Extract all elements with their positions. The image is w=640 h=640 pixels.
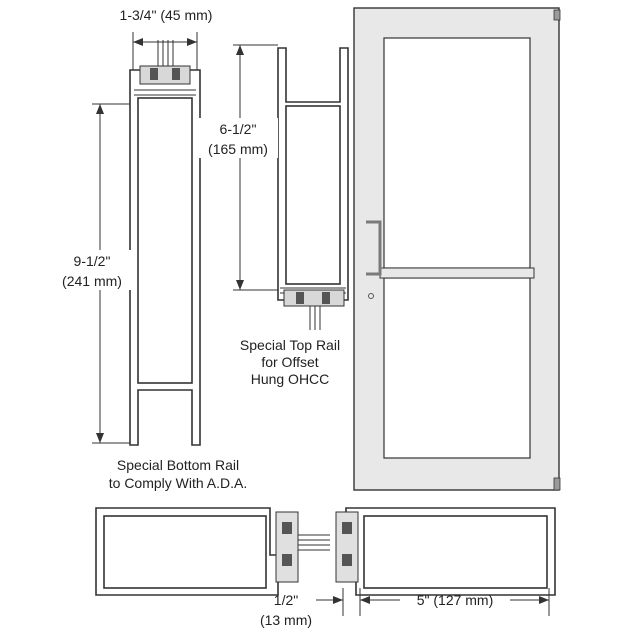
bottom-rail-height-inch-label: 9-1/2"	[74, 253, 111, 269]
stile-width-label: 5" (127 mm)	[417, 592, 494, 608]
bottom-rail-caption-line1: Special Bottom Rail	[117, 457, 239, 473]
bottom-rail-width-label: 1-3/4" (45 mm)	[120, 7, 213, 23]
stile-offset-inch-label: 1/2"	[274, 592, 298, 608]
top-rail-caption-line2: for Offset	[261, 354, 318, 370]
top-rail-height-inch-label: 6-1/2"	[220, 121, 257, 137]
bottom-rail-section: 1-3/4" (45 mm) 9-1/2" (241 mm) Special B…	[55, 7, 247, 491]
top-rail-section: 6-1/2" (165 mm) Special Top Rail for Off…	[198, 44, 349, 387]
bottom-rail-height-mm-label: (241 mm)	[62, 273, 122, 289]
stile-section-left	[95, 507, 330, 596]
top-rail-caption-line1: Special Top Rail	[240, 337, 340, 353]
door-elevation	[353, 7, 561, 491]
stile-width-dimension: 5" (127 mm)	[359, 588, 550, 616]
top-rail-caption-line3: Hung OHCC	[251, 371, 330, 387]
top-rail-height-mm-label: (165 mm)	[208, 141, 268, 157]
bottom-rail-caption-line2: to Comply With A.D.A.	[109, 475, 247, 491]
stile-section-right	[335, 507, 556, 596]
stile-offset-dimension: 1/2" (13 mm)	[260, 588, 344, 628]
stile-offset-mm-label: (13 mm)	[260, 612, 312, 628]
